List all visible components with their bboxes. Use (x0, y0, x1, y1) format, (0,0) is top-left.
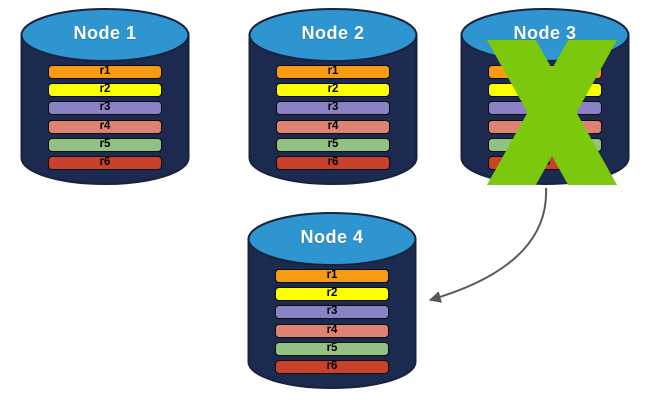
data-row-r5[interactable]: r5 (48, 137, 162, 152)
row-stack: r1 r2 r3 r4 r5 r6 (275, 269, 389, 374)
data-row-r5[interactable]: r5 (488, 137, 602, 152)
cylinder-top-disc (247, 212, 417, 266)
data-row-r6[interactable]: r6 (48, 155, 162, 170)
data-row-r6[interactable]: r6 (275, 359, 389, 374)
data-row-r2[interactable]: r2 (488, 83, 602, 98)
data-row-r6[interactable]: r6 (488, 155, 602, 170)
cylinder-top-disc (20, 8, 190, 62)
data-row-r5[interactable]: r5 (276, 137, 390, 152)
row-stack: r1 r2 r3 r4 r5 r6 (488, 65, 602, 170)
data-row-r2[interactable]: r2 (48, 83, 162, 98)
data-row-r1[interactable]: r1 (276, 65, 390, 79)
cylinder-top-disc (460, 8, 630, 62)
data-row-r2[interactable]: r2 (276, 83, 390, 98)
data-row-r6[interactable]: r6 (276, 155, 390, 170)
cylinder-top-disc (248, 8, 418, 62)
data-row-r2[interactable]: r2 (275, 287, 389, 302)
data-row-r3[interactable]: r3 (48, 101, 162, 116)
data-row-r3[interactable]: r3 (488, 101, 602, 116)
data-row-r4[interactable]: r4 (488, 119, 602, 134)
data-row-r3[interactable]: r3 (275, 305, 389, 320)
arrow-line (428, 187, 548, 303)
data-row-r5[interactable]: r5 (275, 341, 389, 356)
data-row-r1[interactable]: r1 (488, 65, 602, 79)
row-stack: r1 r2 r3 r4 r5 r6 (276, 65, 390, 170)
data-row-r4[interactable]: r4 (276, 119, 390, 134)
data-row-r4[interactable]: r4 (48, 119, 162, 134)
data-row-r3[interactable]: r3 (276, 101, 390, 116)
row-stack: r1 r2 r3 r4 r5 r6 (48, 65, 162, 170)
data-row-r1[interactable]: r1 (48, 65, 162, 79)
data-row-r4[interactable]: r4 (275, 323, 389, 338)
data-row-r1[interactable]: r1 (275, 269, 389, 283)
